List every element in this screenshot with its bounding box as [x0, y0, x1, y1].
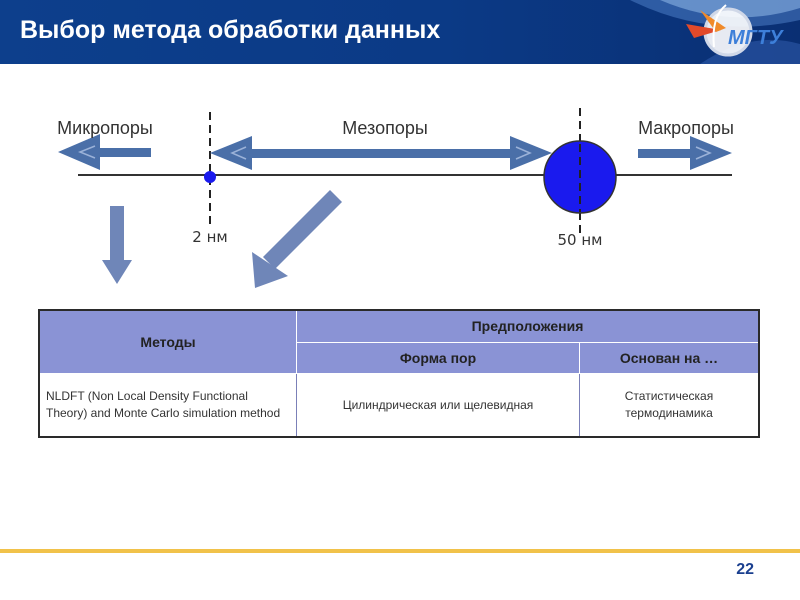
methods-table: Методы Предположения Форма пор Основан н… — [38, 309, 760, 438]
based-on-cell: Статистическая термодинамика — [579, 373, 760, 438]
subheader-based-on: Основан на … — [579, 341, 760, 374]
logo-text: МГТУ — [728, 27, 784, 49]
header-bar: Выбор метода обработки данных МГТУ — [0, 0, 800, 64]
down-arrow-diagonal — [252, 190, 342, 288]
macropore-arrow — [638, 136, 732, 170]
pore-shape-cell: Цилиндрическая или щелевидная — [296, 373, 580, 438]
header-assumptions: Предположения — [296, 309, 760, 343]
tick-label-2nm: 2 нм — [192, 228, 227, 246]
micropore-label: Микропоры — [57, 118, 153, 138]
footer-divider — [0, 549, 800, 553]
tick-label-50nm: 50 нм — [558, 231, 603, 249]
page-title: Выбор метода обработки данных — [20, 16, 441, 44]
mesopore-arrow — [210, 136, 552, 170]
table-row: NLDFT (Non Local Density Functional Theo… — [38, 373, 760, 438]
micro-pore-dot — [204, 171, 216, 183]
page-number: 22 — [736, 561, 754, 578]
down-arrow-left — [102, 206, 132, 284]
subheader-pore-shape: Форма пор — [296, 341, 580, 374]
micropore-arrow — [58, 134, 151, 170]
header-methods: Методы — [38, 309, 297, 374]
macropore-label: Макропоры — [638, 118, 734, 138]
pore-size-diagram: Микропоры Мезопоры Макропоры 2 нм 50 нм — [57, 108, 734, 288]
university-logo: МГТУ — [686, 4, 784, 57]
method-cell: NLDFT (Non Local Density Functional Theo… — [38, 373, 297, 438]
mesopore-label: Мезопоры — [342, 118, 428, 138]
